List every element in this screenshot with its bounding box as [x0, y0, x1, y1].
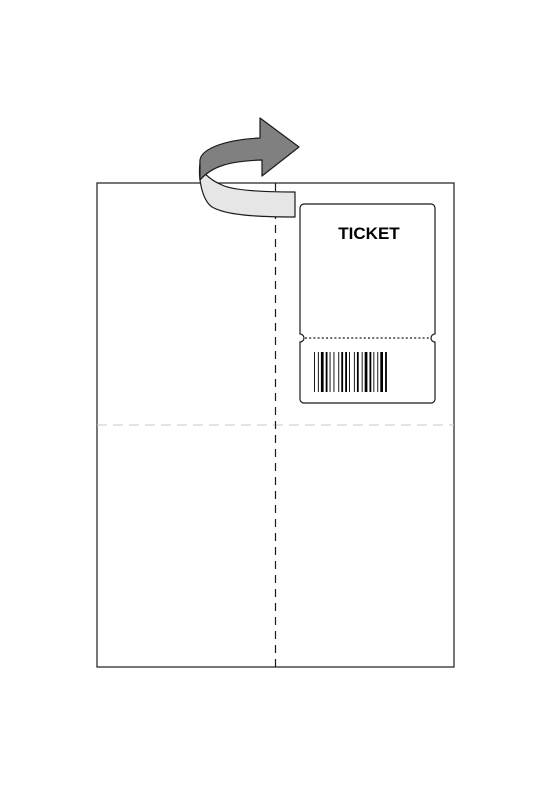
barcode-bar: [373, 352, 375, 392]
barcode-bar: [356, 352, 359, 392]
curved-fold-arrow-icon: [199, 117, 300, 181]
barcode-bar: [338, 352, 340, 392]
barcode-bar: [380, 352, 383, 392]
barcode-bar: [349, 352, 350, 392]
barcode-bar: [385, 352, 387, 392]
barcode-bar: [317, 352, 319, 392]
barcode-bar: [369, 352, 372, 392]
ticket-notch-left: [299, 333, 305, 343]
ticket: TICKET: [298, 203, 437, 404]
barcode-bar: [329, 352, 331, 392]
ticket-title: TICKET: [338, 224, 400, 243]
barcode-bar: [364, 352, 368, 392]
barcode-icon: [314, 352, 387, 392]
barcode-bar: [341, 352, 344, 392]
barcode-bar: [314, 352, 315, 392]
ticket-notch-right: [430, 333, 436, 343]
barcode-bar: [320, 352, 324, 392]
barcode-bar: [325, 352, 328, 392]
barcode-bar: [353, 352, 355, 392]
barcode-bar: [345, 352, 347, 392]
barcode-bar: [333, 352, 335, 392]
barcode-bar: [361, 352, 363, 392]
barcode-bar: [377, 352, 379, 392]
folded-flap: [198, 162, 296, 218]
